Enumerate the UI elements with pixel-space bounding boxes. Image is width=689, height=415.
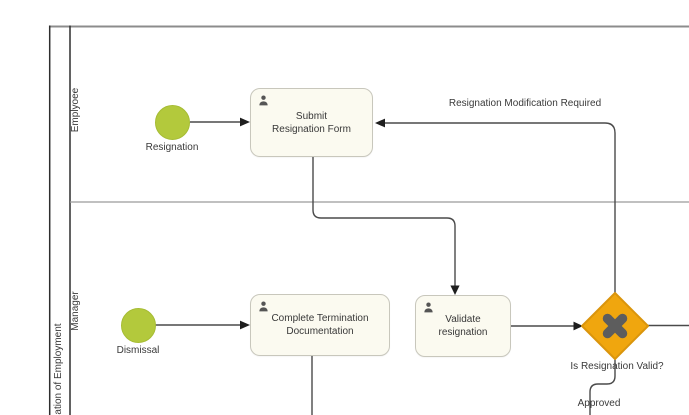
pool-label[interactable]: Termination of Employment bbox=[53, 323, 64, 415]
start-event-dismissal-label: Dismissal bbox=[116, 345, 160, 356]
arrowhead bbox=[375, 118, 385, 128]
start-event-resignation[interactable] bbox=[155, 105, 190, 140]
task-validate-resignation[interactable]: Validate resignation bbox=[415, 295, 511, 357]
arrowhead bbox=[240, 117, 250, 127]
task-label-line2: Resignation Form bbox=[272, 123, 351, 135]
flow-label-approved[interactable]: Approved bbox=[577, 398, 621, 409]
flow-label-resignation-modification-required[interactable]: Resignation Modification Required bbox=[448, 98, 602, 109]
task-label-line1: Complete Termination bbox=[271, 313, 369, 324]
pool-frame bbox=[48, 25, 689, 415]
gateway-label: Is Resignation Valid? bbox=[570, 361, 664, 372]
task-label: Validate resignation bbox=[439, 313, 488, 339]
sequence-flows bbox=[155, 121, 689, 415]
task-label-line1: Validate bbox=[445, 314, 481, 325]
lane-label-employee[interactable]: Emplyoee bbox=[70, 87, 81, 133]
task-label-line2: Documentation bbox=[286, 326, 354, 337]
user-icon bbox=[259, 95, 268, 106]
arrowhead bbox=[450, 285, 460, 295]
task-label: Complete Termination Documentation bbox=[271, 312, 368, 338]
user-icon bbox=[424, 302, 433, 313]
task-label: Submit Resignation Form bbox=[272, 110, 351, 136]
flow-gateway-to-submit-feedback[interactable] bbox=[384, 122, 616, 293]
task-label-line1: Submit bbox=[295, 110, 328, 122]
arrowheads bbox=[240, 117, 583, 331]
x-marker-icon bbox=[602, 313, 628, 339]
task-complete-termination-documentation[interactable]: Complete Termination Documentation bbox=[250, 294, 390, 356]
user-icon bbox=[259, 301, 268, 312]
task-label-line2: resignation bbox=[438, 327, 488, 338]
start-event-resignation-label: Resignation bbox=[145, 142, 199, 153]
start-event-dismissal[interactable] bbox=[121, 308, 156, 343]
arrowhead bbox=[240, 320, 250, 330]
flow-gateway-approved[interactable] bbox=[589, 359, 616, 415]
gateway-is-resignation-valid[interactable] bbox=[581, 292, 649, 360]
arrowhead bbox=[573, 321, 583, 331]
task-submit-resignation-form[interactable]: Submit Resignation Form bbox=[250, 88, 373, 157]
flow-submit-to-validate[interactable] bbox=[312, 157, 456, 286]
lane-label-manager[interactable]: Manager bbox=[70, 291, 81, 331]
